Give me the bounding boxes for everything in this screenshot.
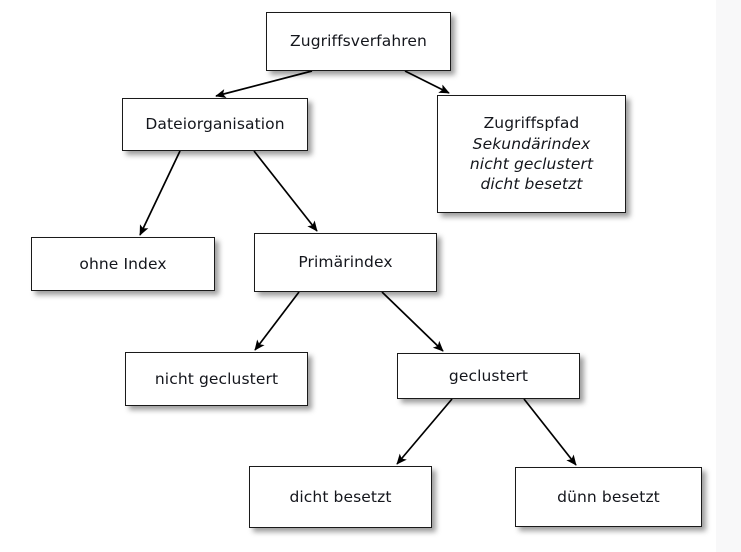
node-nicht-geclustert-label-0: nicht geclustert (154, 369, 279, 388)
node-ohne-index[interactable]: ohne Index (31, 237, 215, 291)
node-zugriffspfad-label-3: dicht besetzt (480, 175, 583, 194)
edge-primaerindex-to-nicht-geclustert (254, 291, 300, 351)
node-geclustert-label-0: geclustert (448, 366, 529, 385)
node-dateiorganisation-label-0: Dateiorganisation (145, 115, 285, 134)
node-ohne-index-label-0: ohne Index (79, 254, 167, 273)
page-right-margin-strip (716, 0, 741, 552)
edge-dateiorganisation-to-ohne-index (139, 150, 181, 236)
node-zugriffspfad-label-1: Sekundärindex (472, 134, 591, 153)
node-geclustert[interactable]: geclustert (397, 353, 580, 399)
node-zugriffsverfahren-label-0: Zugriffsverfahren (290, 32, 427, 51)
node-zugriffsverfahren[interactable]: Zugriffsverfahren (266, 12, 451, 71)
node-primaerindex-label-0: Primärindex (298, 253, 393, 272)
node-primaerindex[interactable]: Primärindex (254, 233, 437, 292)
node-zugriffspfad-label-2: nicht geclustert (469, 155, 594, 173)
edge-geclustert-to-dicht-besetzt (396, 398, 453, 465)
edge-primaerindex-to-geclustert (381, 291, 444, 352)
node-nicht-geclustert[interactable]: nicht geclustert (125, 352, 308, 406)
node-duenn-besetzt[interactable]: dünn besetzt (515, 467, 702, 527)
edge-zugriffsverfahren-to-zugriffspfad (404, 70, 450, 94)
edge-geclustert-to-duenn-besetzt (523, 398, 577, 466)
edge-zugriffsverfahren-to-dateiorganisation (215, 70, 313, 99)
node-dicht-besetzt[interactable]: dicht besetzt (249, 466, 432, 528)
node-duenn-besetzt-label-0: dünn besetzt (557, 487, 660, 506)
node-dicht-besetzt-label-0: dicht besetzt (289, 487, 392, 506)
node-zugriffspfad-label-0: Zugriffspfad (483, 114, 580, 133)
edge-dateiorganisation-to-primaerindex (253, 150, 318, 232)
node-dateiorganisation[interactable]: Dateiorganisation (122, 98, 308, 151)
